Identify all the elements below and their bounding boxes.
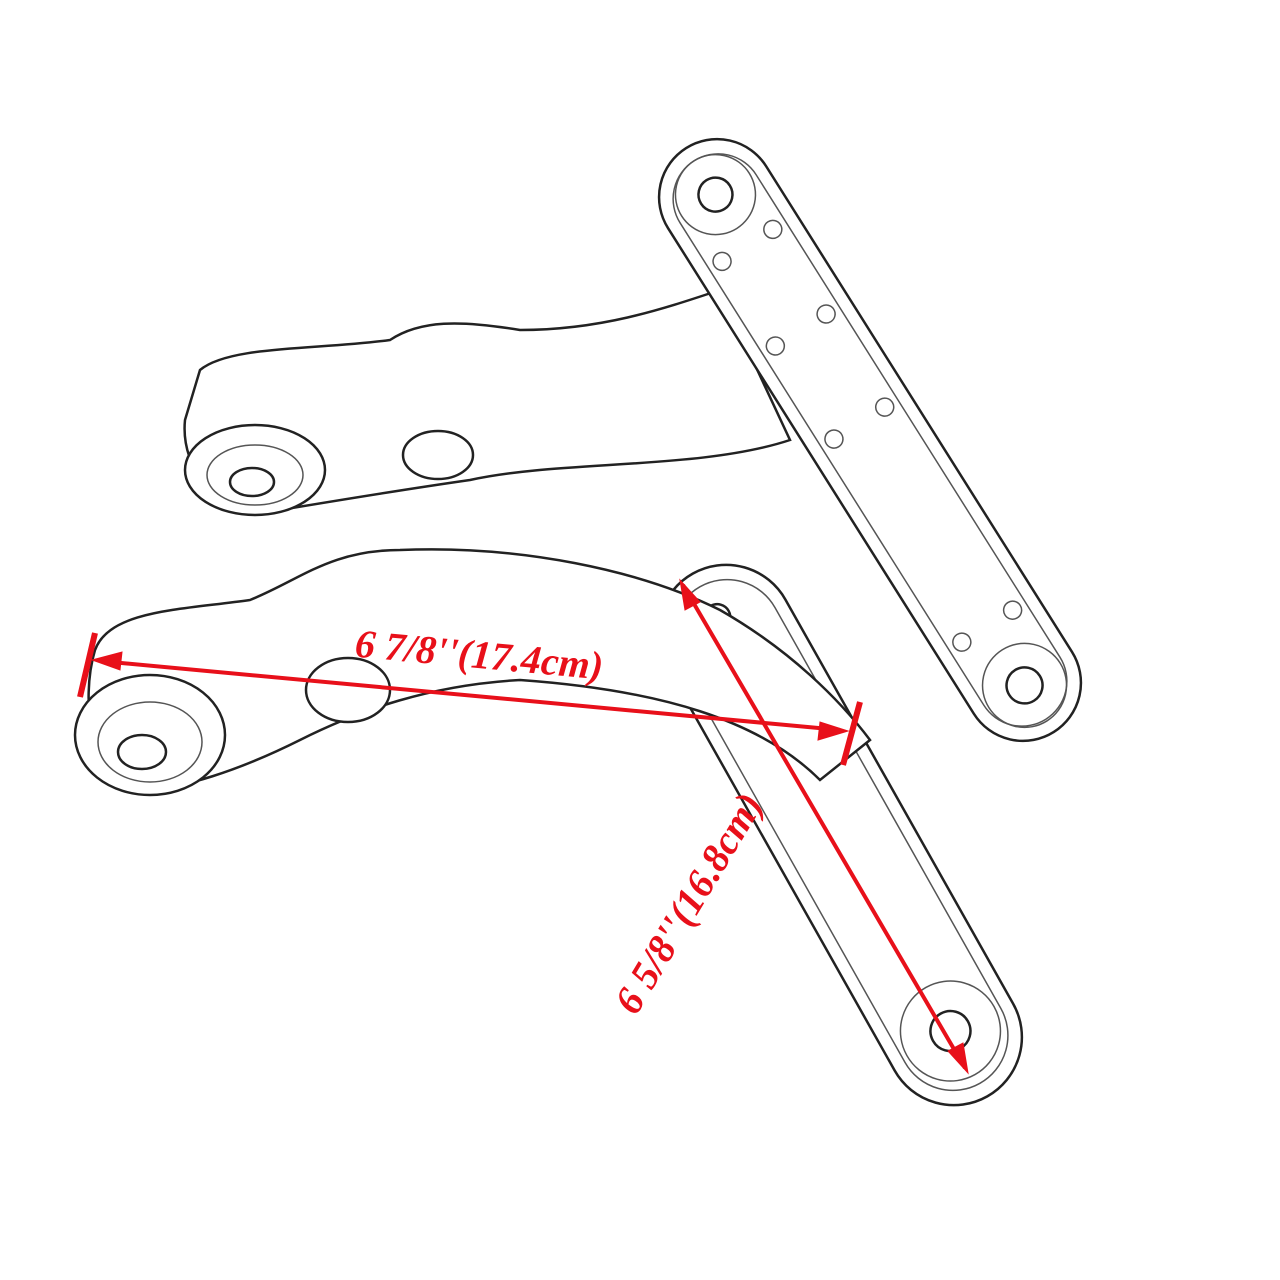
upper-bar-hole-bottom xyxy=(1005,666,1044,705)
width-tick-right xyxy=(840,701,863,766)
length-arrow-top xyxy=(679,578,701,611)
lower-arm-hole xyxy=(116,733,168,771)
upper-bracket-bar xyxy=(657,137,1083,743)
length-arrow-bottom xyxy=(947,1042,969,1075)
width-arrow-right xyxy=(817,721,850,741)
length-dimension-label: 6 5/8''(16.8cm) xyxy=(605,785,772,1021)
width-arrow-left xyxy=(90,651,123,671)
lower-bracket xyxy=(73,548,1024,1107)
dimension-width xyxy=(77,632,863,766)
lower-bracket-arm xyxy=(87,548,872,792)
width-tick-left xyxy=(77,632,98,698)
upper-bracket xyxy=(183,137,1083,743)
upper-bar-hole-top xyxy=(697,176,734,213)
upper-arm-pocket xyxy=(401,429,475,481)
dimension-length xyxy=(679,578,969,1075)
width-dimension-line xyxy=(99,659,841,732)
length-dimension-line xyxy=(681,583,967,1070)
upper-arm-hole xyxy=(228,466,276,498)
